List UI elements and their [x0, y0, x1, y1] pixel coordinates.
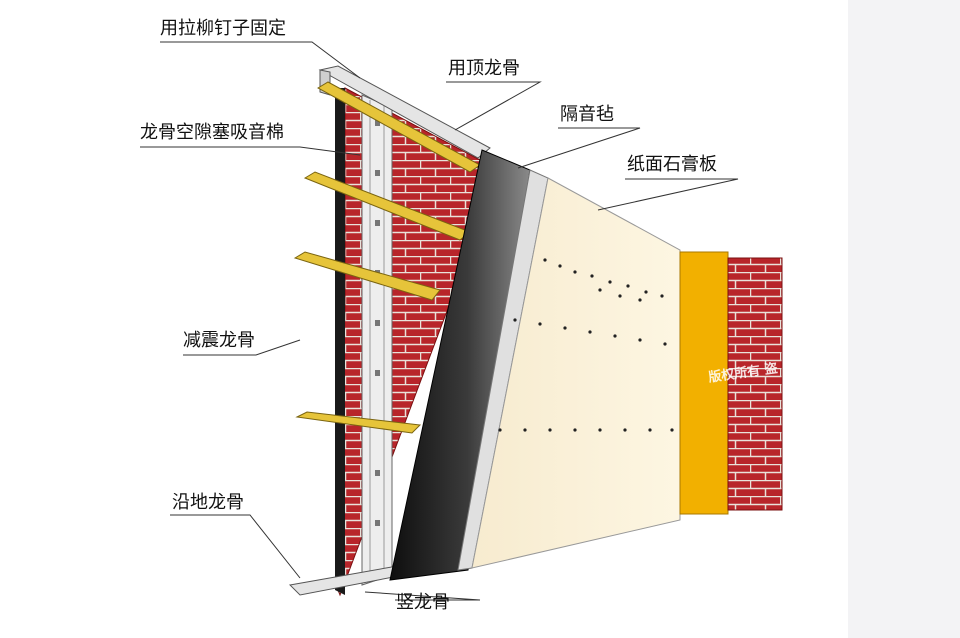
- label-sound-felt: 隔音毡: [560, 104, 614, 125]
- sound-felt-layer: [389, 149, 531, 581]
- label-top-keel: 用顶龙骨: [448, 58, 520, 79]
- background-strip: [848, 0, 960, 638]
- label-shock-keel: 减震龙骨: [183, 330, 255, 351]
- wall-left-edge: [335, 88, 345, 595]
- vertical-keel: [361, 94, 393, 586]
- right-brick-wall: [727, 257, 783, 511]
- label-vertical-keel: 竖龙骨: [396, 592, 450, 613]
- screw-dots: [498, 258, 674, 432]
- label-rivet-fix: 用拉柳钉子固定: [160, 18, 286, 39]
- shock-keel-bars: [293, 81, 481, 434]
- orange-trim: [679, 251, 729, 515]
- leader-lines: [140, 41, 739, 601]
- label-floor-keel: 沿地龙骨: [172, 492, 244, 513]
- label-gypsum-board: 纸面石膏板: [627, 154, 717, 175]
- top-keel: [318, 65, 491, 159]
- label-keel-gap-fill: 龙骨空隙塞吸音棉: [140, 122, 284, 143]
- gypsum-board: [471, 177, 681, 569]
